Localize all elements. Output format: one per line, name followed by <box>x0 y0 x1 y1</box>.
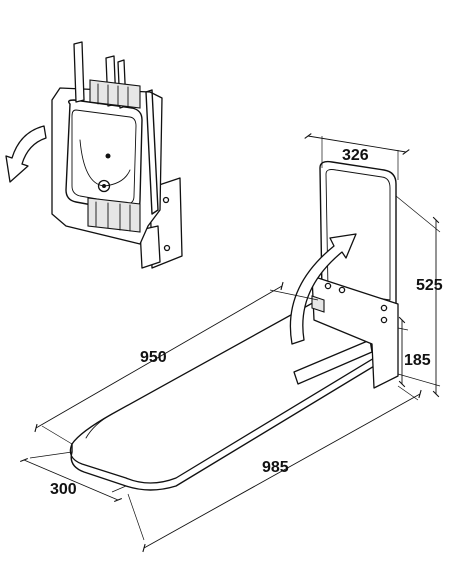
label-950: 950 <box>140 349 167 366</box>
folded-side-rail <box>145 89 159 215</box>
mount-hinge-block <box>311 295 325 313</box>
curved-rotate-arrow-icon <box>289 233 357 345</box>
label-525: 525 <box>416 277 443 294</box>
dimension-326 <box>304 133 410 180</box>
folded-mechanism-top <box>89 79 141 109</box>
bracket-screw <box>162 196 170 204</box>
folded-mechanism-bottom <box>87 197 141 233</box>
folded-inner-frame <box>65 99 143 213</box>
bracket-screw <box>163 244 171 252</box>
folded-post-left <box>73 41 85 103</box>
mounting-bracket <box>311 275 399 389</box>
folded-support-arm <box>139 225 161 269</box>
dimension-300 <box>20 451 127 503</box>
dimension-985 <box>127 385 422 553</box>
label-326: 326 <box>342 147 369 164</box>
label-300: 300 <box>50 481 77 498</box>
wall-plate-inner <box>325 169 391 301</box>
folded-unit <box>51 41 183 269</box>
mount-screw <box>338 286 346 294</box>
curved-rotate-arrow-icon <box>5 125 47 183</box>
label-185: 185 <box>404 352 431 369</box>
ironing-board <box>69 275 399 491</box>
mount-screw <box>324 282 332 290</box>
dimension-185 <box>397 316 409 388</box>
dimension-950 <box>34 281 319 445</box>
label-985: 985 <box>262 459 289 476</box>
mount-screw <box>380 304 388 312</box>
folded-cord <box>79 139 131 187</box>
mount-screw <box>380 316 388 324</box>
